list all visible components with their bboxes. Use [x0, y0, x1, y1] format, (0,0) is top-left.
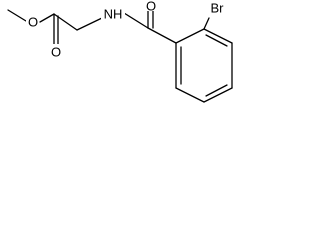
ester-oxygen-label: O: [28, 15, 38, 30]
bond-oxygen-ester-carbon: [39, 13, 55, 23]
chemical-structure: O O NH O Br: [7, 0, 233, 103]
bond-ester-ch2: [53, 13, 78, 31]
atom-labels: O O NH O Br: [26, 0, 229, 60]
ring-double-bond: [205, 34, 228, 47]
bond-amide-ring: [147, 27, 177, 44]
atom-label-background: [48, 44, 62, 60]
bond-ring-bromine: [203, 17, 210, 30]
bonds: [7, 9, 177, 45]
amide-nitrogen-label: NH: [104, 7, 123, 22]
atom-label-background: [205, 0, 229, 17]
bond-methyl-oxygen: [7, 9, 27, 22]
bromine-label: Br: [211, 1, 225, 16]
ester-carbonyl-oxygen-label: O: [51, 45, 61, 60]
benzene-ring: [175, 28, 233, 103]
ring-double-bond: [205, 84, 228, 97]
ring-bond: [175, 28, 205, 44]
ring-bond: [175, 87, 205, 103]
bond-nh-amide-carbon: [123, 12, 149, 29]
atom-label-background: [143, 0, 159, 11]
amide-carbonyl-oxygen-label: O: [146, 0, 156, 14]
ring-bond: [203, 28, 233, 44]
ring-bond: [203, 87, 233, 103]
bond-ch2-nh: [76, 17, 103, 31]
atom-label-background: [101, 6, 125, 22]
atom-label-background: [26, 14, 39, 29]
